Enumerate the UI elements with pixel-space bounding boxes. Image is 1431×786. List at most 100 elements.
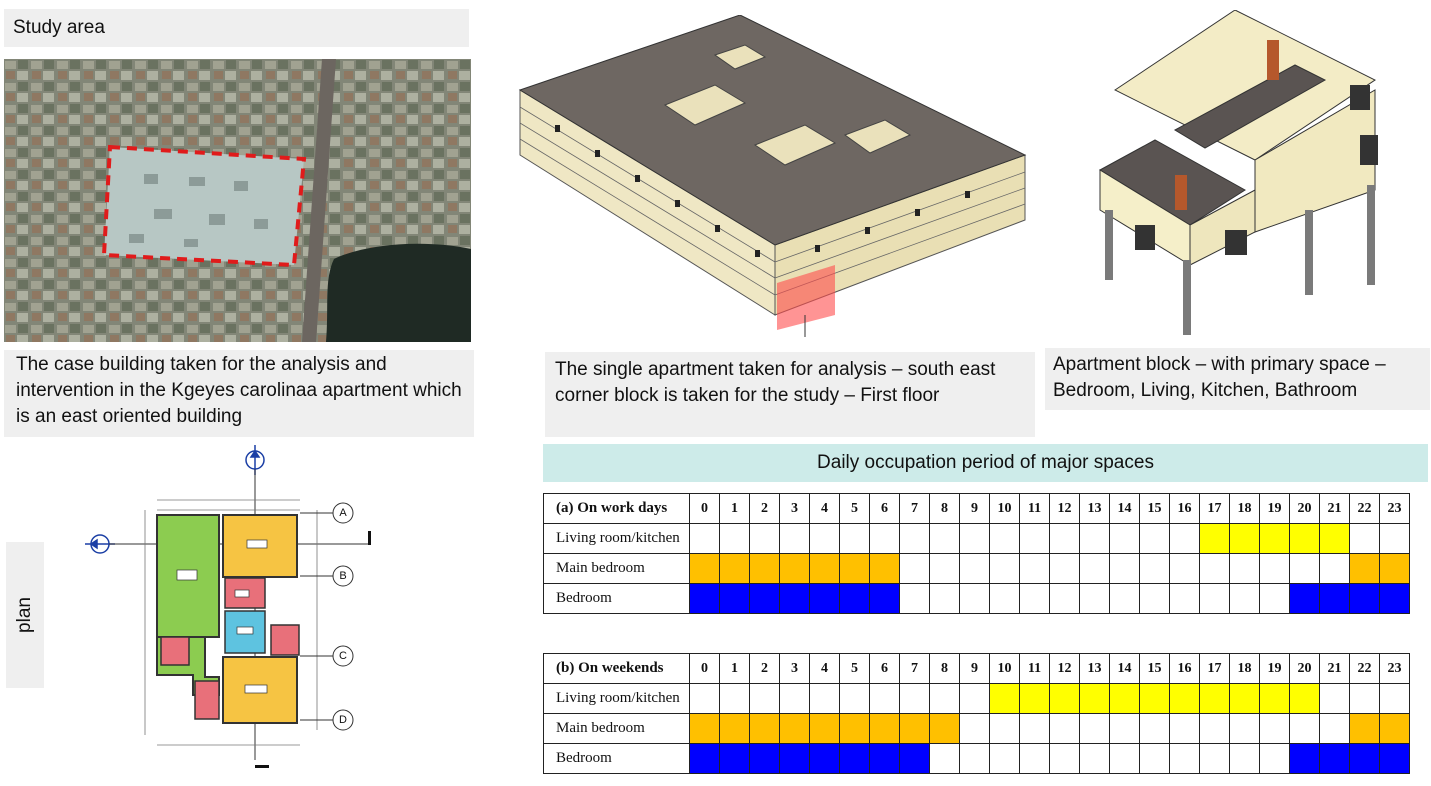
occupied-cell [1199, 523, 1230, 554]
hour-header: 8 [929, 493, 960, 524]
building-3d-illustration [515, 14, 1035, 345]
empty-cell [1049, 583, 1080, 614]
hour-header: 13 [1079, 493, 1110, 524]
hour-header: 18 [1229, 653, 1260, 684]
occupied-cell [1379, 743, 1410, 774]
hour-header: 6 [869, 493, 900, 524]
occupied-cell [899, 713, 930, 744]
empty-cell [1109, 553, 1140, 584]
occupied-cell [1379, 713, 1410, 744]
occupied-cell [689, 743, 720, 774]
study-area-title: Study area [13, 17, 105, 38]
occupied-cell [1379, 553, 1410, 584]
hour-header: 7 [899, 653, 930, 684]
empty-cell [809, 683, 840, 714]
occupied-cell [1259, 683, 1290, 714]
empty-cell [959, 743, 990, 774]
table-row: Living room/kitchen [543, 683, 1410, 714]
occupation-title: Daily occupation period of major spaces [817, 452, 1154, 473]
hour-header: 1 [719, 653, 750, 684]
empty-cell [1259, 583, 1290, 614]
empty-cell [689, 683, 720, 714]
empty-cell [1079, 743, 1110, 774]
empty-cell [989, 583, 1020, 614]
empty-cell [1109, 743, 1140, 774]
empty-cell [1259, 713, 1290, 744]
empty-cell [1289, 553, 1320, 584]
occupied-cell [1319, 583, 1350, 614]
empty-cell [839, 683, 870, 714]
occupied-cell [1229, 523, 1260, 554]
empty-cell [929, 523, 960, 554]
empty-cell [1139, 583, 1170, 614]
occupied-cell [869, 553, 900, 584]
occupied-cell [1349, 583, 1380, 614]
hour-header: 16 [1169, 653, 1200, 684]
empty-cell [1139, 713, 1170, 744]
empty-cell [779, 683, 810, 714]
hour-header: 6 [869, 653, 900, 684]
occupied-cell [719, 553, 750, 584]
occupied-cell [749, 583, 780, 614]
empty-cell [1019, 713, 1050, 744]
hour-header: 9 [959, 653, 990, 684]
empty-cell [689, 523, 720, 554]
empty-cell [1349, 523, 1380, 554]
empty-cell [1289, 713, 1320, 744]
empty-cell [1109, 523, 1140, 554]
grid-label-d: D [339, 714, 347, 726]
hour-header: 0 [689, 653, 720, 684]
occupation-title-banner: Daily occupation period of major spaces [543, 444, 1428, 482]
hour-header: 3 [779, 493, 810, 524]
case-building-caption: The case building taken for the analysis… [16, 354, 462, 427]
table-row: Living room/kitchen [543, 523, 1410, 554]
empty-cell [1019, 583, 1050, 614]
plan-label-box: plan [6, 542, 44, 688]
occupied-cell [749, 743, 780, 774]
hour-header: 19 [1259, 653, 1290, 684]
floor-plan: A B C D [85, 445, 375, 775]
occupied-cell [1349, 553, 1380, 584]
empty-cell [869, 683, 900, 714]
occupied-cell [929, 713, 960, 744]
hour-header: 11 [1019, 493, 1050, 524]
empty-cell [1079, 583, 1110, 614]
hour-header: 14 [1109, 653, 1140, 684]
empty-cell [1319, 713, 1350, 744]
hour-header: 12 [1049, 653, 1080, 684]
empty-cell [1229, 553, 1260, 584]
empty-cell [839, 523, 870, 554]
hour-header: 22 [1349, 653, 1380, 684]
empty-cell [869, 523, 900, 554]
apartment-block-caption-box: Apartment block – with primary space – B… [1045, 348, 1430, 410]
empty-cell [1379, 683, 1410, 714]
empty-cell [1019, 553, 1050, 584]
empty-cell [1199, 583, 1230, 614]
hour-header: 23 [1379, 493, 1410, 524]
occupied-cell [719, 583, 750, 614]
empty-cell [1259, 743, 1290, 774]
occupied-cell [779, 553, 810, 584]
space-label: Main bedroom [543, 713, 690, 744]
occupied-cell [719, 743, 750, 774]
occupied-cell [1049, 683, 1080, 714]
hour-header: 3 [779, 653, 810, 684]
table-title: (a) On work days [543, 493, 690, 524]
occupied-cell [839, 713, 870, 744]
hour-header: 16 [1169, 493, 1200, 524]
plan-label: plan [14, 597, 35, 633]
space-label: Living room/kitchen [543, 683, 690, 714]
empty-cell [1079, 523, 1110, 554]
occupied-cell [809, 583, 840, 614]
occupied-cell [1349, 743, 1380, 774]
hour-header: 21 [1319, 653, 1350, 684]
hour-header: 4 [809, 493, 840, 524]
occupied-cell [1139, 683, 1170, 714]
occupied-cell [689, 553, 720, 584]
hour-header: 13 [1079, 653, 1110, 684]
empty-cell [959, 553, 990, 584]
occupied-cell [779, 713, 810, 744]
hour-header: 11 [1019, 653, 1050, 684]
hour-header: 23 [1379, 653, 1410, 684]
empty-cell [1169, 713, 1200, 744]
